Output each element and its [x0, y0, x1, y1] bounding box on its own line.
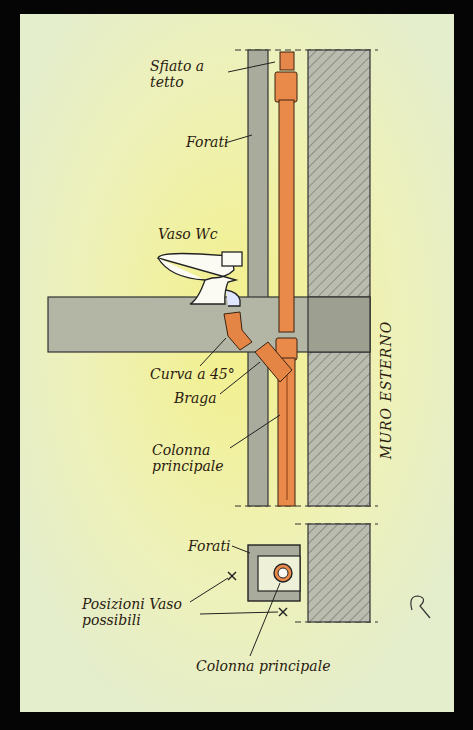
position-mark	[228, 572, 287, 616]
leader-line	[190, 62, 280, 656]
callout-label: Colonna principale	[196, 658, 330, 674]
exterior-wall-plan	[308, 524, 370, 622]
wall-label: MURO ESTERNO	[378, 321, 394, 459]
toilet	[158, 252, 242, 306]
callout-label: Curva a 45°	[150, 366, 235, 382]
callout-label: Posizioni Vaso possibili	[82, 596, 212, 628]
callout-label: Braga	[174, 390, 217, 406]
callout-label: Sfiato a tetto	[150, 58, 225, 90]
wye-fitting	[255, 342, 292, 382]
callout-label: Forati	[186, 134, 229, 150]
brick-wall-plan	[248, 545, 300, 601]
callout-label: Colonna principale	[152, 442, 242, 474]
floor-slab	[48, 297, 370, 352]
exterior-wall	[308, 50, 370, 506]
callout-label: Forati	[188, 538, 231, 554]
signature-mark	[411, 596, 430, 618]
callout-label: Vaso Wc	[158, 226, 217, 242]
column-plan	[274, 564, 292, 582]
vent-pipe	[280, 52, 294, 70]
brick-wall	[248, 50, 268, 506]
paper	[20, 14, 454, 712]
bend-45	[224, 312, 252, 350]
